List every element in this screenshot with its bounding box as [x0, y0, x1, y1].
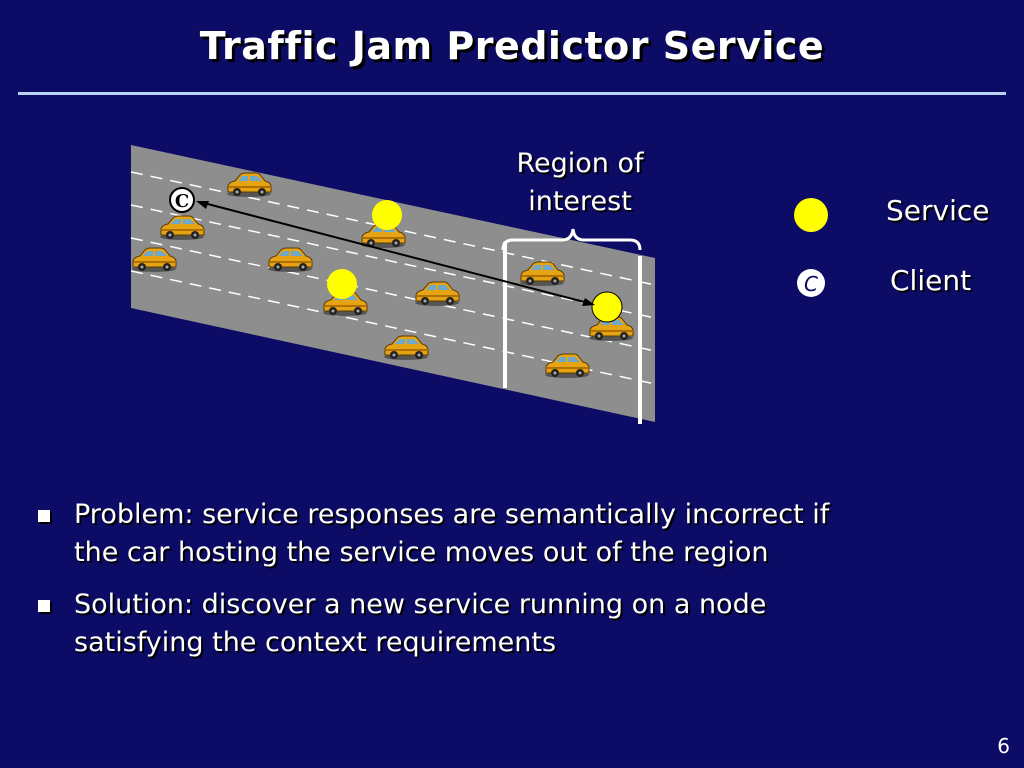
road: [131, 145, 655, 422]
bullet-square-icon: [38, 510, 50, 522]
bullet-square-icon: [38, 600, 50, 612]
client-marker-letter: C: [175, 191, 189, 212]
region-of-interest-label: Region of interest: [490, 145, 670, 221]
legend-client-label: Client: [890, 264, 972, 297]
bullet-problem: Problem: service responses are semantica…: [36, 496, 996, 572]
page-number: 6: [997, 734, 1010, 758]
client-marker: [169, 187, 195, 213]
arrowhead-service-icon: [582, 298, 595, 306]
bullet-text-line: Solution: discover a new service running…: [74, 589, 767, 620]
legend-service-dot: [794, 198, 828, 232]
slide-title: Traffic Jam Predictor Service: [199, 24, 825, 68]
region-label-line2: interest: [528, 186, 632, 217]
bullet-text-line: Problem: service responses are semantica…: [74, 499, 830, 530]
service-node-active: [591, 291, 623, 323]
region-label-line1: Region of: [516, 148, 644, 179]
service-node: [327, 269, 357, 299]
bullet-text-line: the car hosting the service moves out of…: [74, 537, 769, 568]
bullet-text-line: satisfying the context requirements: [74, 627, 557, 658]
service-node: [372, 200, 402, 230]
client-service-arrow: [199, 201, 593, 305]
bullet-solution: Solution: discover a new service running…: [36, 586, 996, 662]
legend-service-label: Service: [886, 194, 990, 227]
legend-client-symbol: [797, 269, 825, 297]
title-underline: [18, 92, 1006, 95]
region-brace: [501, 228, 642, 251]
bullet-list: Problem: service responses are semantica…: [36, 496, 996, 676]
arrowhead-client-icon: [196, 201, 209, 209]
legend-client-letter: C: [804, 272, 818, 296]
